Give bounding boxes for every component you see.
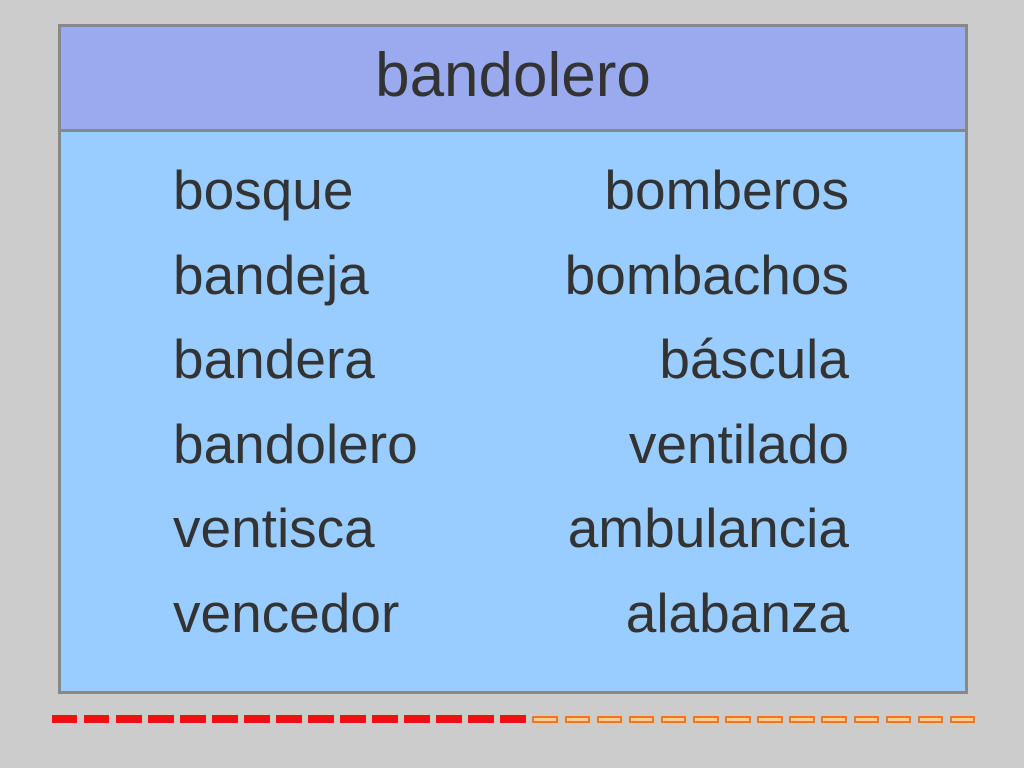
word-item: vencedor [173,581,400,644]
progress-segment-todo [628,716,655,723]
word-card: bandolero bosque bomberos bandeja bombac… [58,24,968,694]
progress-segment-done [244,715,270,723]
word-item: bombachos [564,243,849,306]
progress-segment-todo [789,716,815,723]
progress-segment-todo [596,716,623,723]
progress-segment-todo [693,716,719,723]
card-title: bandolero [375,41,651,110]
progress-segment-todo [821,716,847,723]
word-item: ventisca [173,497,375,560]
progress-segment-done [212,715,238,723]
word-item: alabanza [625,581,849,644]
word-item: bandeja [173,243,369,306]
progress-segment-done [372,715,398,723]
progress-segment-done [180,715,206,723]
progress-segment-done [468,715,494,723]
word-item: bandolero [173,412,418,475]
word-item: ventilado [628,412,849,475]
progress-segment-done [52,715,78,723]
progress-segment-todo [532,716,558,723]
progress-segment-todo [853,716,880,723]
progress-segment-todo [757,716,783,723]
word-item: ambulancia [567,497,849,560]
progress-segment-done [116,715,142,723]
word-item: bosque [173,159,354,221]
progress-segment-done [148,715,174,723]
progress-segment-todo [949,716,976,723]
progress-segment-done [308,715,334,723]
progress-segment-done [404,715,430,723]
progress-segment-todo [917,716,944,723]
progress-segment-done [500,715,526,723]
progress-segment-todo [885,716,912,723]
progress-segment-todo [564,716,591,723]
card-header: bandolero [61,27,965,132]
progress-segment-done [436,715,462,723]
progress-segment-done [340,715,366,723]
progress-segment-done [84,715,110,723]
word-list: bosque bomberos bandeja bombachos bander… [173,163,849,671]
word-item: báscula [659,328,849,391]
slide-progress-bar [52,715,982,725]
progress-segment-done [276,715,302,723]
word-item: bandera [173,328,375,391]
progress-segment-todo [725,716,751,723]
progress-segment-todo [660,716,687,723]
word-item: bomberos [604,159,849,221]
